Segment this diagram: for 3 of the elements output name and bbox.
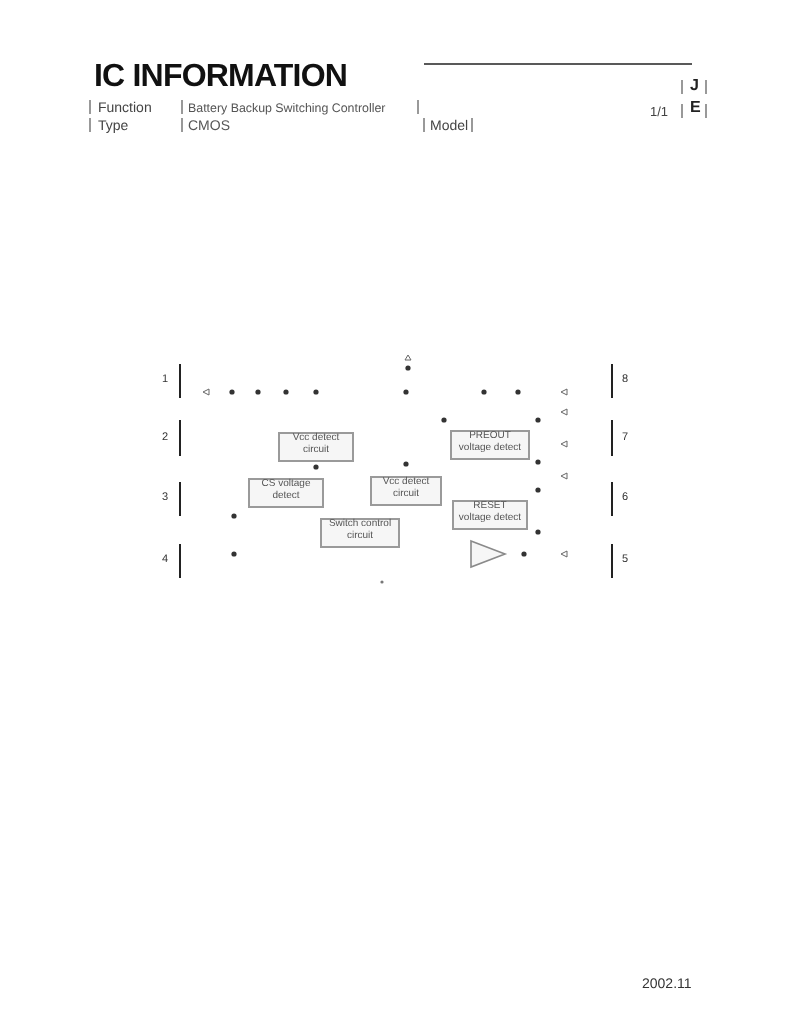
section-letter: J — [690, 78, 699, 96]
page-title: IC INFORMATION — [94, 62, 348, 94]
section-letter: E — [690, 100, 701, 118]
